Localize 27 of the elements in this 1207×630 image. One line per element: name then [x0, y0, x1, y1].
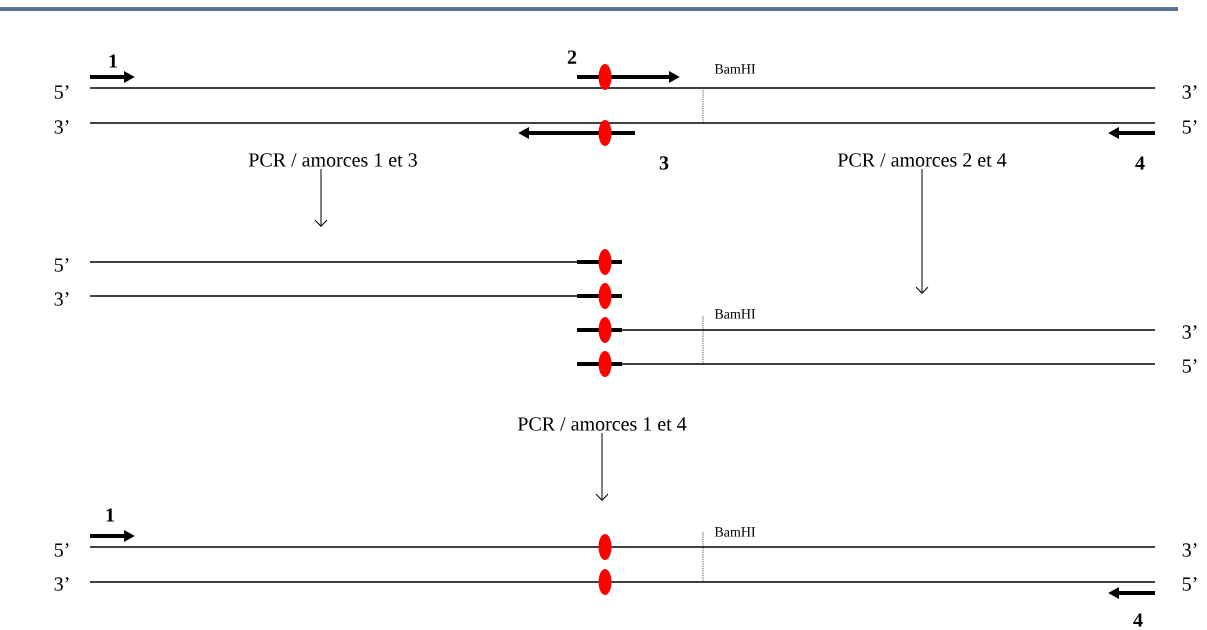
arrow	[915, 168, 929, 294]
strand-end-label: 5’	[1182, 359, 1197, 373]
primer-number: 2	[567, 50, 577, 64]
strand-end-label: 3’	[1182, 85, 1197, 99]
strand-end-label: 5’	[54, 258, 69, 272]
strand-end-label: 3’	[1182, 543, 1197, 557]
strand-end-label: 5’	[54, 543, 69, 557]
strand-end-label: 3’	[1182, 325, 1197, 339]
strand-end-label: 3’	[54, 292, 69, 306]
strand-end-label: 3’	[54, 120, 69, 134]
site-label: BamHI	[714, 309, 756, 319]
strand-end-label: 5’	[54, 85, 69, 99]
strand-end-label: 5’	[1182, 577, 1197, 591]
site-label: BamHI	[714, 527, 756, 537]
step-label: PCR / amorces 1 et 4	[517, 417, 687, 431]
primer-number: 4	[1135, 156, 1145, 170]
strand-end-label: 3’	[54, 577, 69, 591]
primer-number: 1	[109, 54, 117, 68]
strand-end-label: 5’	[1182, 120, 1197, 134]
site-label: BamHI	[714, 64, 756, 74]
arrow	[314, 168, 328, 227]
step-label: PCR / amorces 1 et 3	[248, 153, 417, 167]
primer-number: 4	[1133, 613, 1143, 627]
step-label: PCR / amorces 2 et 4	[837, 153, 1007, 167]
arrow	[595, 432, 609, 501]
primer-number: 1	[106, 508, 114, 522]
primer-number: 3	[659, 156, 669, 170]
